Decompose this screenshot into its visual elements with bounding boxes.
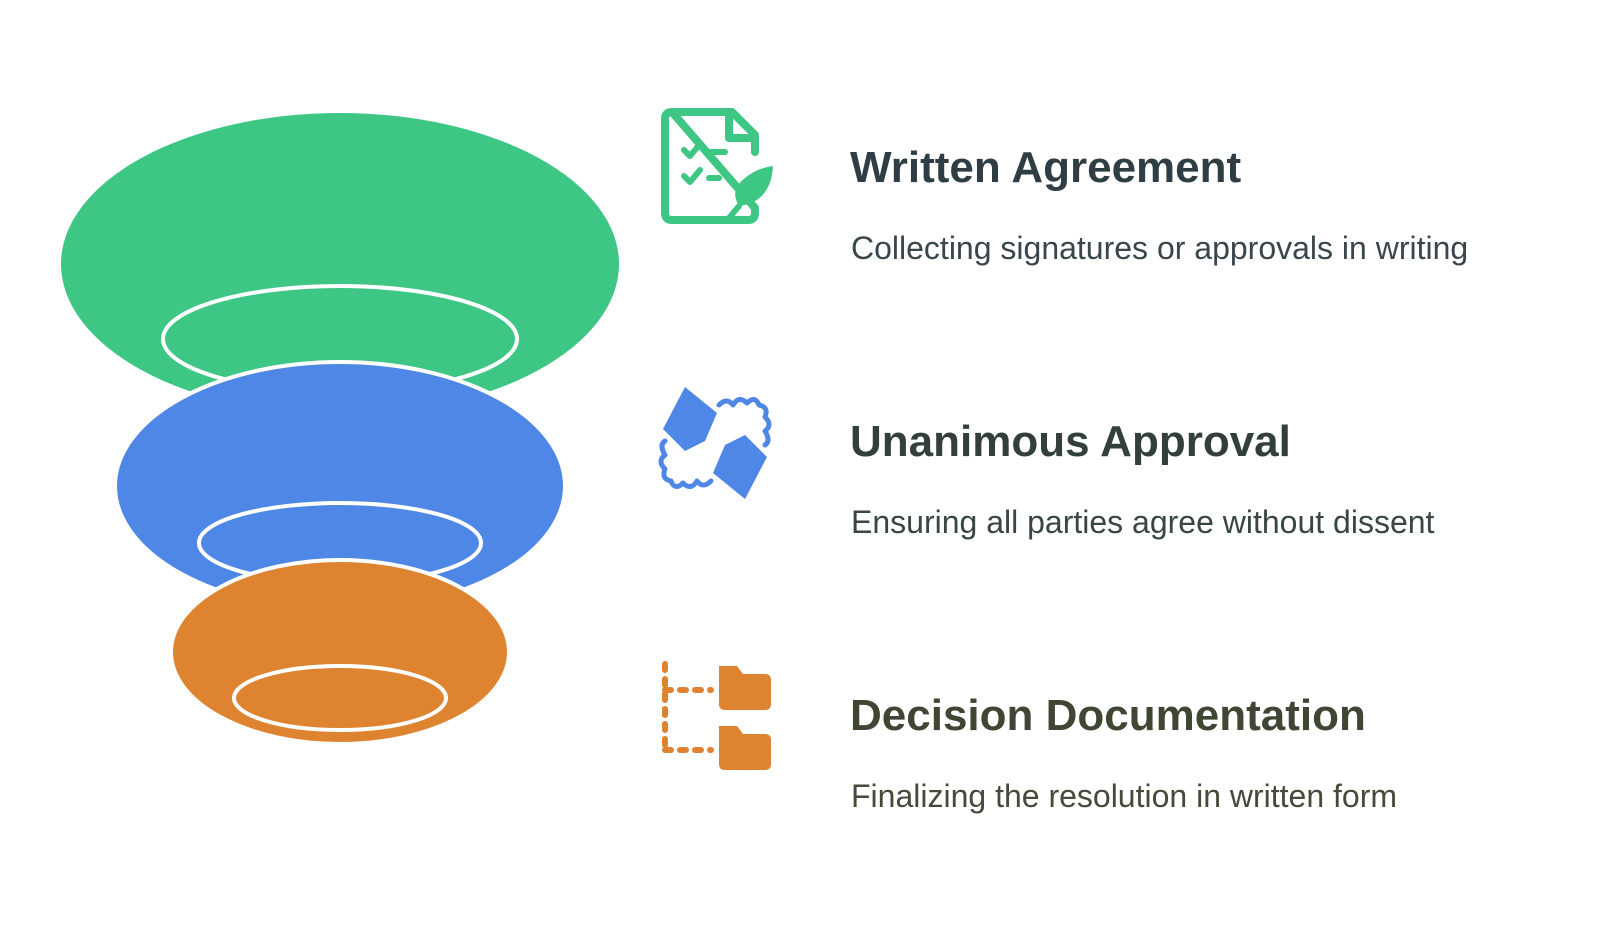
funnel-ring-orange: [169, 558, 511, 746]
folder-tree-icon: [655, 660, 775, 780]
item-title-written-agreement: Written Agreement: [850, 143, 1242, 192]
item-title-unanimous-approval: Unanimous Approval: [850, 417, 1291, 466]
item-description-written-agreement: Collecting signatures or approvals in wr…: [851, 230, 1469, 266]
item-title-decision-documentation: Decision Documentation: [850, 691, 1366, 740]
funnel-diagram: [61, 113, 619, 746]
item-description-decision-documentation: Finalizing the resolution in written for…: [851, 778, 1398, 814]
handshake-icon: [655, 383, 775, 503]
item-description-unanimous-approval: Ensuring all parties agree without disse…: [851, 504, 1435, 540]
document-checklist-pen-icon: [655, 104, 775, 224]
